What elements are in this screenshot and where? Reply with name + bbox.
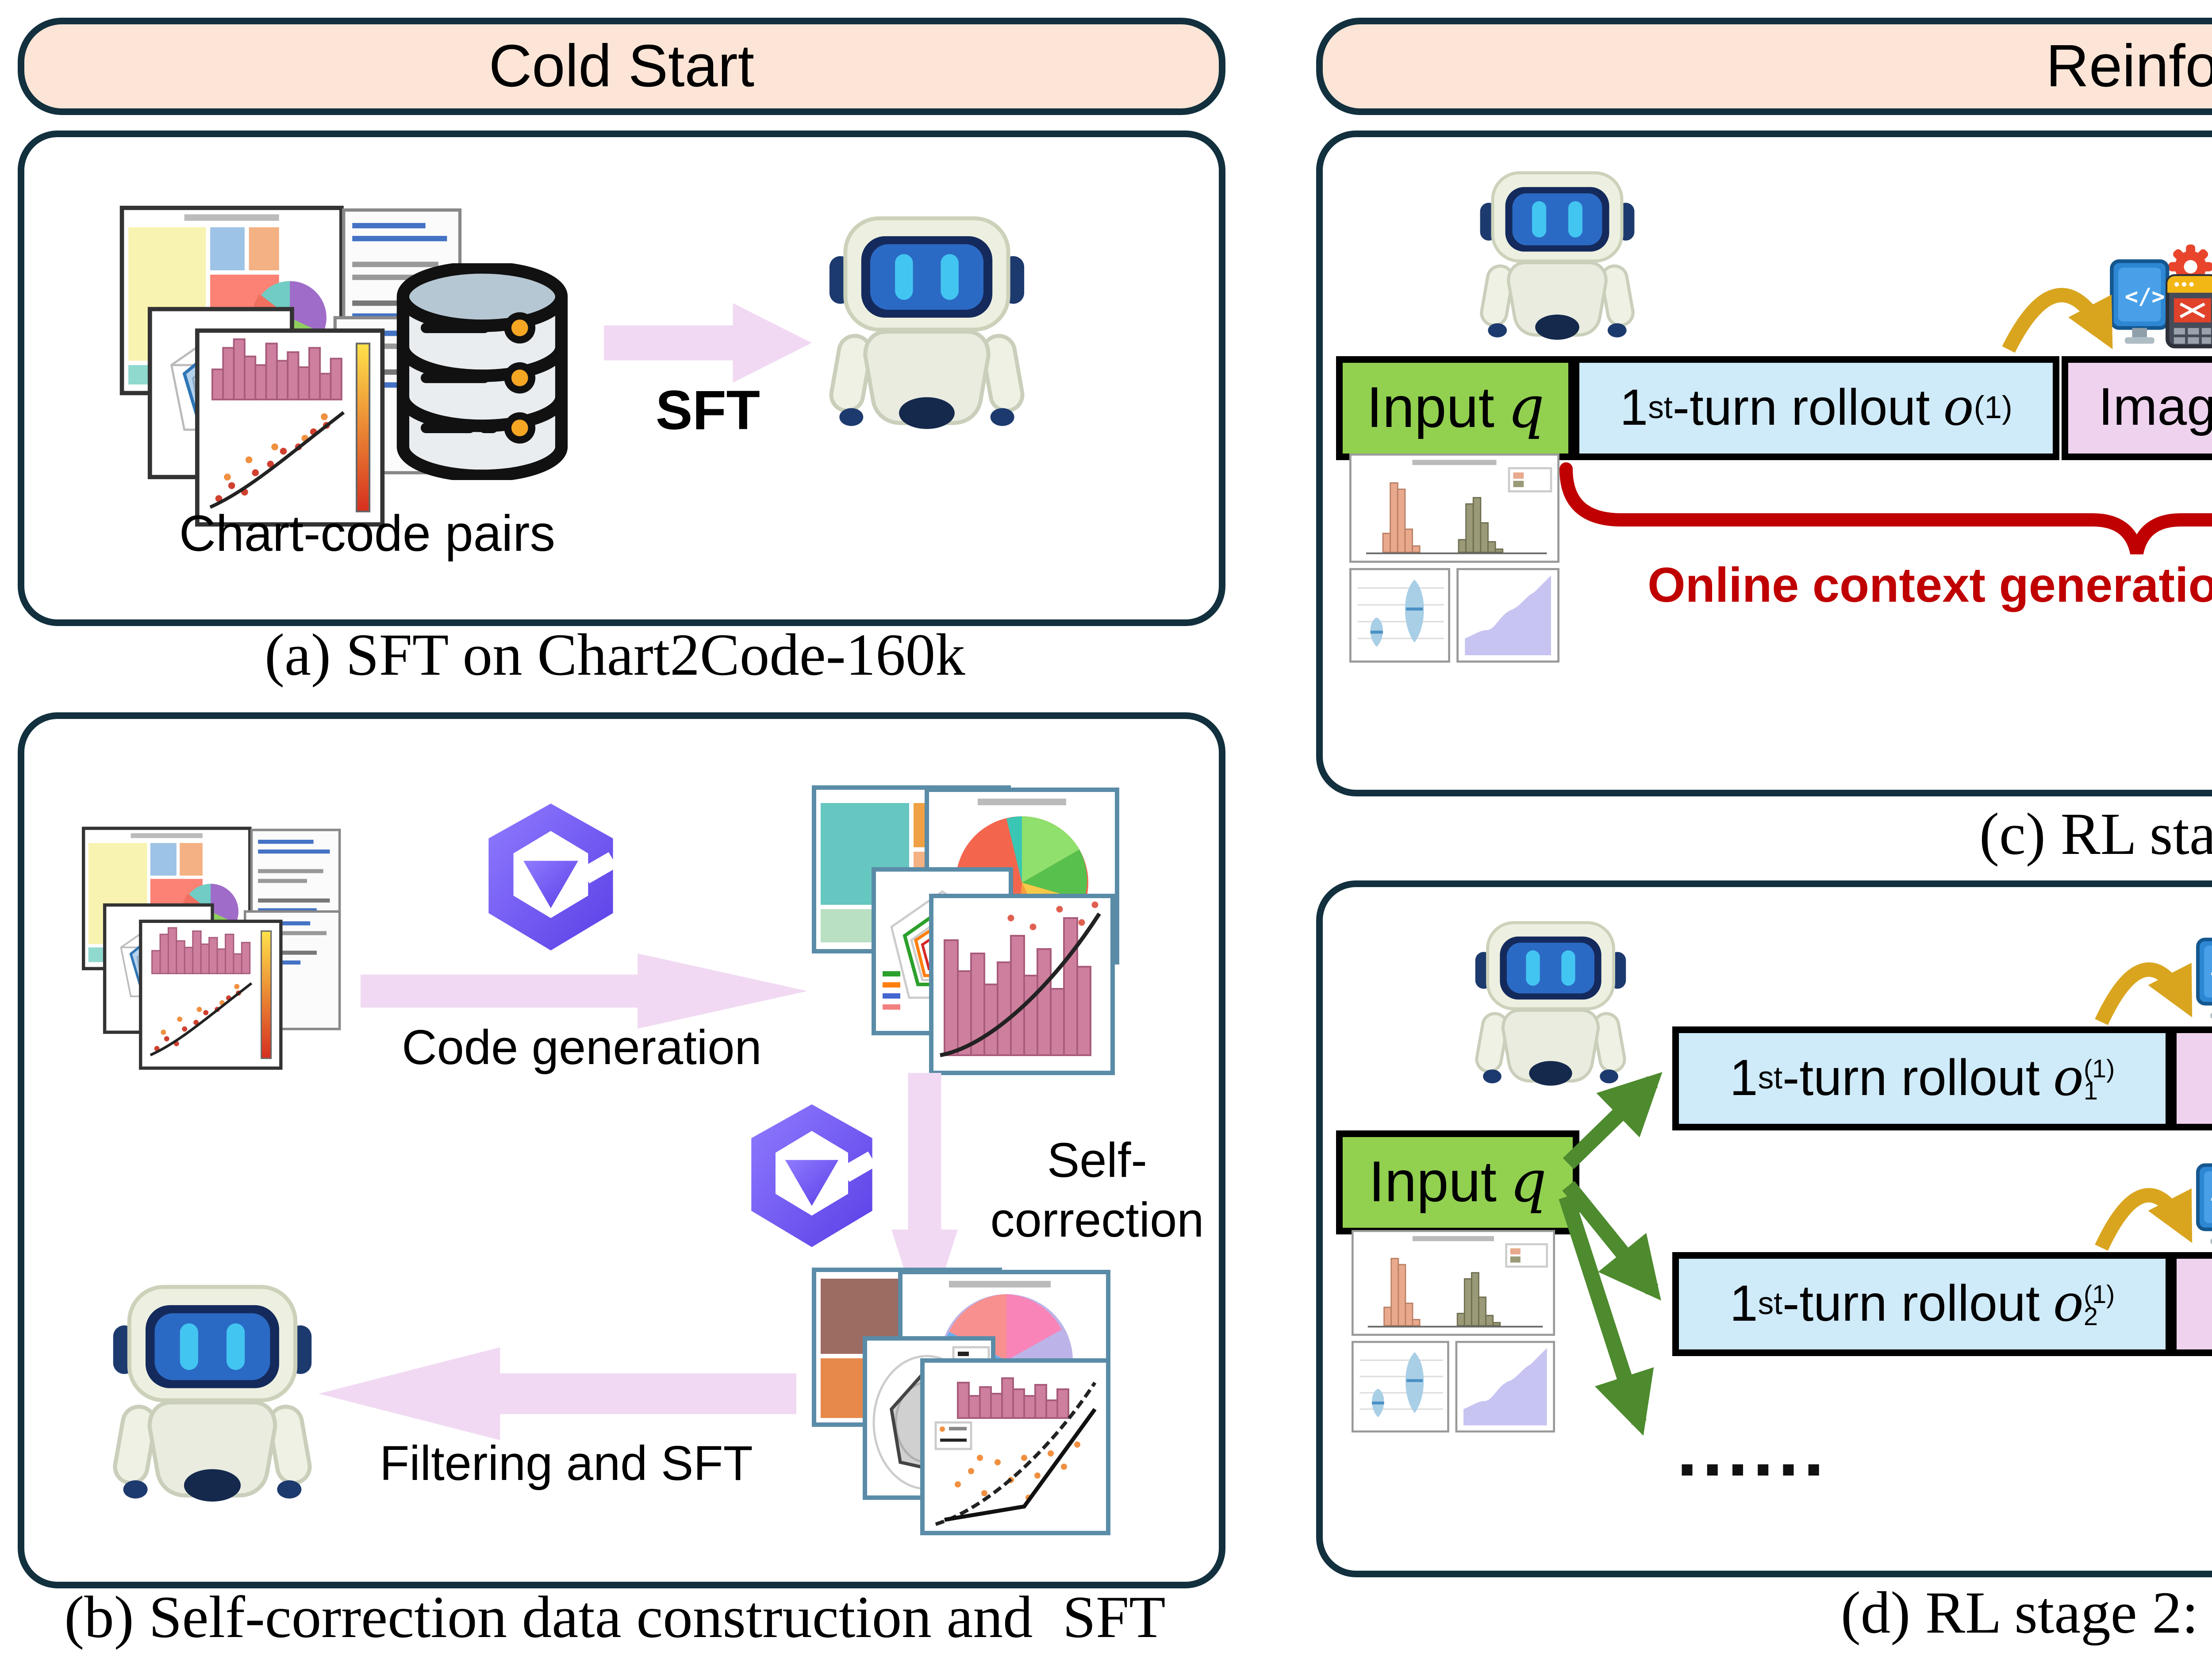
input-charts (1349, 1230, 1557, 1434)
sft-arrow-label: SFT (655, 380, 760, 442)
sft-arrow (604, 303, 812, 383)
self-correction-label: Self- correction (964, 1130, 1230, 1250)
input-charts (1349, 454, 1559, 664)
header-rl-label: Reinforcement Learning (2046, 32, 2212, 99)
first-image-box-1: Imagef(1)1 (2170, 1026, 2212, 1130)
image-label: Image (2208, 1273, 2212, 1335)
red-brace (1559, 462, 2212, 555)
filtering-sft-label: Filtering and SFT (380, 1436, 753, 1491)
rollout-num: 1 (1620, 378, 1648, 436)
rollout-sup: (1) (2084, 1282, 2115, 1309)
code-interpreter-icon (2194, 920, 2212, 1026)
robot-icon (1469, 918, 1632, 1099)
first-image-box-2: Imagef(1)2 (2170, 1252, 2212, 1356)
caption-c: (c) RL stage 1: Shared first turn (1979, 801, 2212, 867)
input-label: Input (1366, 374, 1494, 440)
header-reinforcement-learning: Reinforcement Learning (1316, 18, 2212, 115)
online-context-label: Online context generation (1647, 557, 2212, 613)
rollout-var: o (1943, 379, 1974, 437)
qwen-logo-icon (732, 1099, 891, 1254)
self-correction-line1: Self- (1047, 1133, 1148, 1188)
chart-collage (82, 799, 343, 1099)
rollout-sub: 1 (2084, 1078, 2098, 1105)
rollout-num: 1 (1729, 1274, 1758, 1332)
image-label: Image (2098, 377, 2212, 437)
input-var: q (1509, 1149, 1547, 1216)
generated-charts (812, 785, 1121, 1077)
ellipsis-dots: ...... (1677, 1409, 1829, 1493)
caption-b: (b) Self-correction data construction an… (64, 1584, 1166, 1650)
rollout-sub: 2 (2084, 1304, 2098, 1331)
rollout-text: -turn rollout (1782, 1049, 2040, 1106)
code-interpreter-icon (2194, 1146, 2212, 1252)
qwen-logo-icon (471, 794, 630, 962)
code-generation-label: Code generation (402, 1020, 762, 1075)
database-icon (385, 263, 580, 480)
rollout-var: o (2053, 1049, 2084, 1107)
header-cold-start-label: Cold Start (488, 32, 755, 99)
robot-icon (1473, 168, 1641, 354)
robot-icon (821, 212, 1033, 447)
corrected-charts (812, 1268, 1113, 1537)
first-image-box: Imagef(1) (2062, 356, 2212, 460)
self-correction-line2: correction (990, 1192, 1204, 1248)
panel-a: SFT Chart-code pairs (18, 131, 1225, 626)
chart-code-pairs-label: Chart-code pairs (179, 504, 556, 562)
code-generation-arrow (361, 953, 807, 1029)
header-cold-start: Cold Start (18, 18, 1225, 115)
input-var: q (1507, 375, 1545, 442)
rollout-text: -turn rollout (1672, 378, 1930, 436)
panel-b: Code generation Self- correction Filteri… (18, 712, 1225, 1588)
caption-d: (d) RL stage 2: Full-trajectory optimiza… (1840, 1580, 2199, 1646)
rollout-num: 1 (1729, 1049, 1758, 1106)
rollout-sup: (1) (2084, 1057, 2115, 1084)
image-label: Image (2208, 1048, 2212, 1110)
code-interpreter-icon (2108, 241, 2212, 352)
caption-a: (a) SFT on Chart2Code-160k (265, 622, 965, 688)
filtering-sft-arrow (319, 1347, 796, 1440)
robot-icon (97, 1281, 327, 1520)
rollout-text: -turn rollout (1782, 1274, 2040, 1332)
rollout-var: o (2053, 1275, 2084, 1333)
input-label: Input (1368, 1148, 1497, 1214)
